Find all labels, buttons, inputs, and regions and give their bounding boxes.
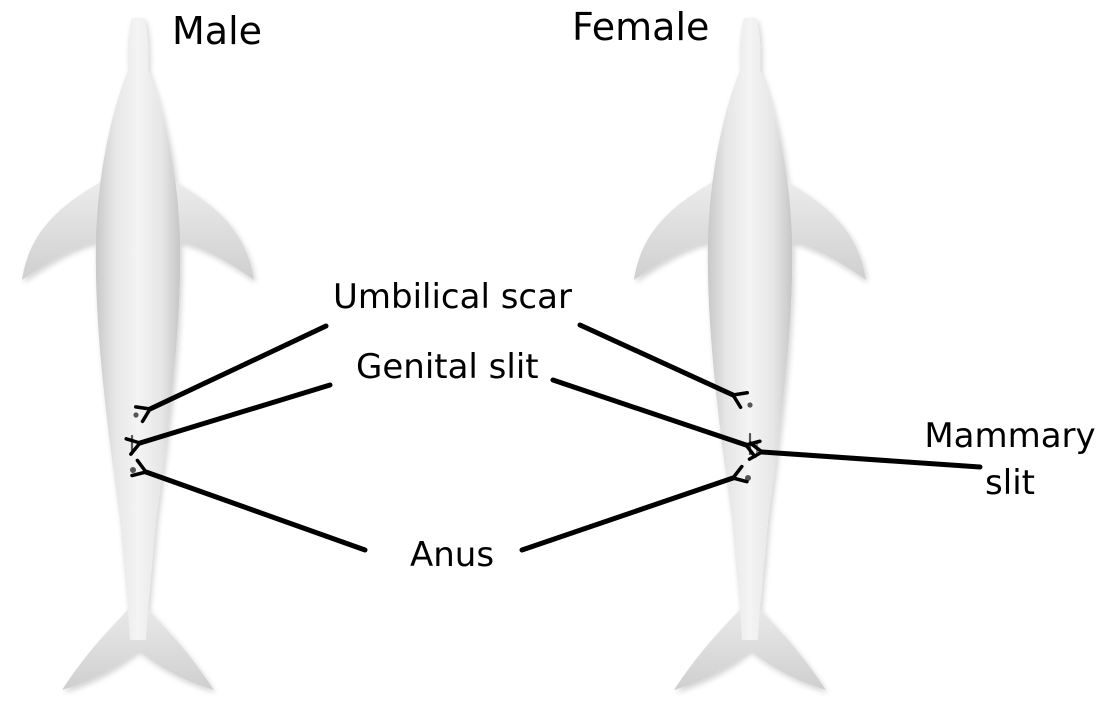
arrow-anus-female <box>522 478 733 550</box>
female-torso <box>708 18 792 640</box>
female-anus <box>745 475 751 481</box>
male-dolphin-body <box>22 18 254 690</box>
female-dolphin-body <box>634 18 866 690</box>
male-umbilical-scar <box>133 412 138 417</box>
arrows <box>140 325 980 550</box>
male-anus <box>130 467 136 473</box>
female-umbilical-scar <box>747 402 752 407</box>
arrow-anus-male <box>146 472 365 550</box>
umbilical-scar-label: Umbilical scar <box>333 280 572 314</box>
mammary-slit-label-line2: slit <box>914 460 1106 507</box>
male-title: Male <box>172 12 262 50</box>
anus-label: Anus <box>410 538 494 572</box>
mammary-slit-label-line1: Mammary <box>914 413 1106 460</box>
mammary-slit-label: Mammary slit <box>914 413 1106 507</box>
female-title: Female <box>572 8 709 46</box>
male-torso <box>96 18 180 640</box>
genital-slit-label: Genital slit <box>356 350 539 384</box>
arrow-umbilical-female <box>580 325 733 395</box>
